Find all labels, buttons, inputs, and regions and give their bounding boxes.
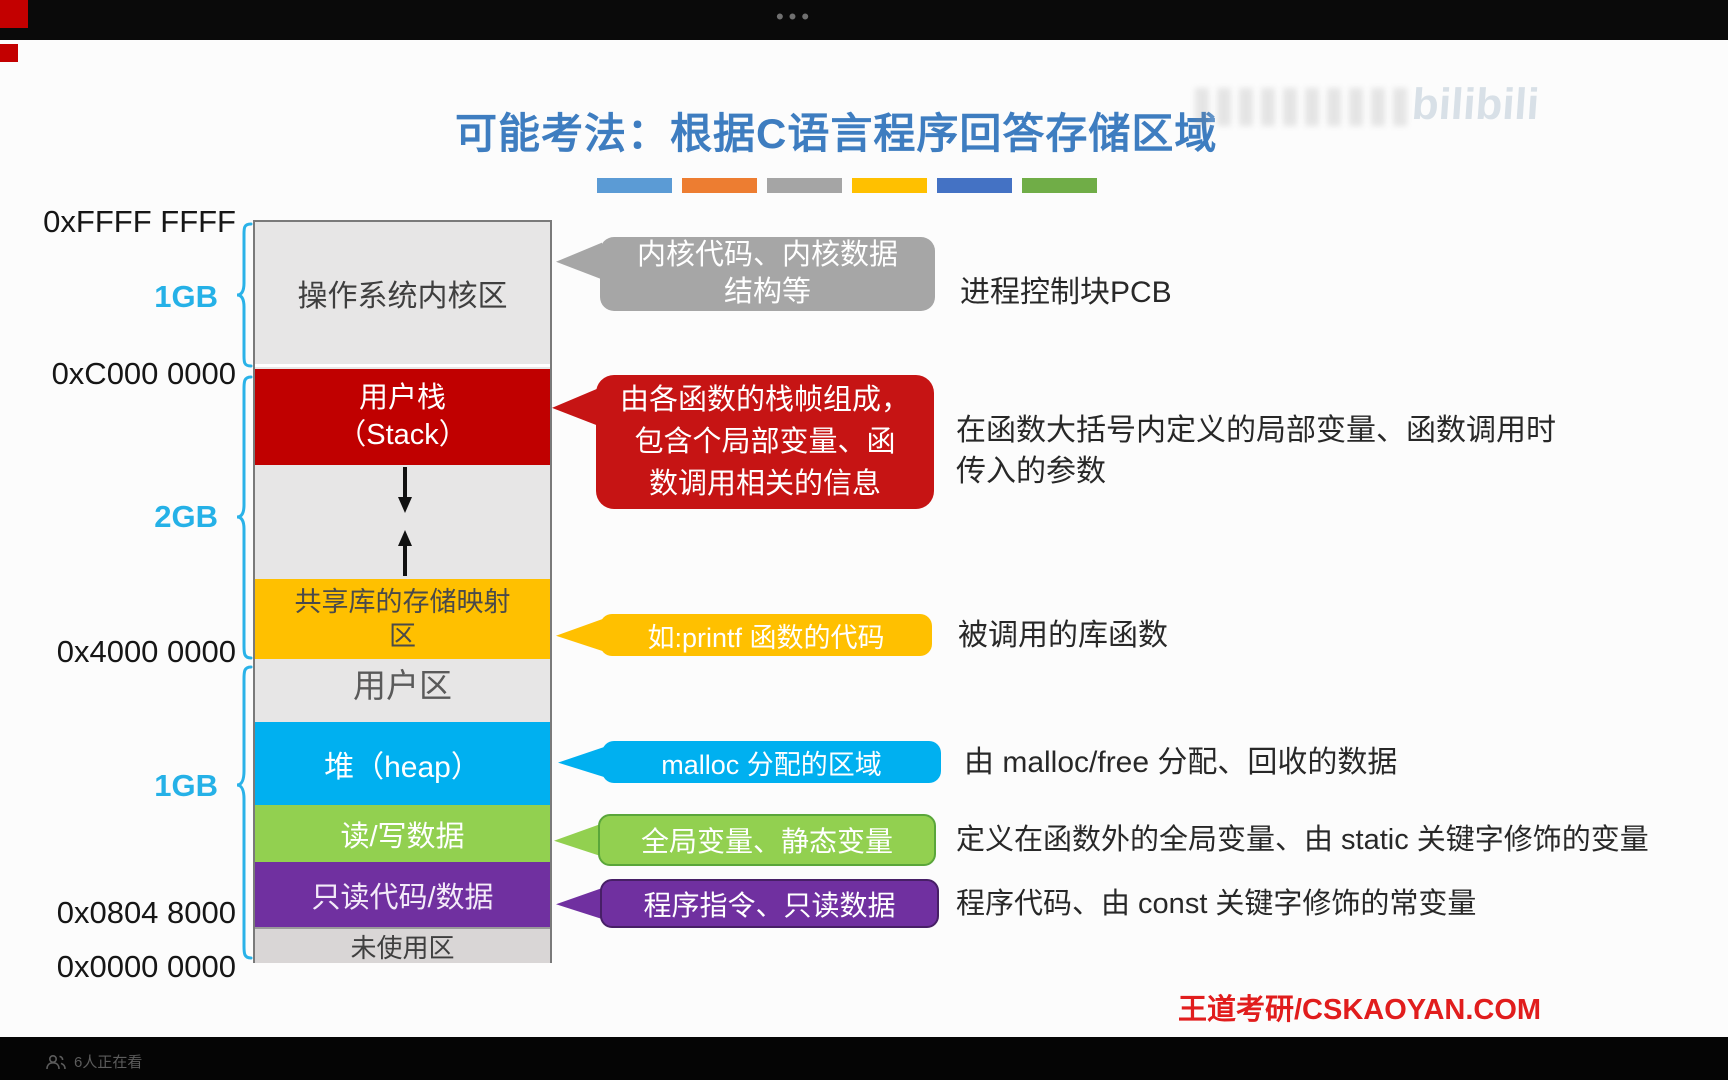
player-bottom-bar <box>0 1037 1728 1080</box>
memory-block-user-area-label: 用户区 <box>255 659 550 722</box>
accent-bar-blue <box>597 178 672 193</box>
callout-desc-shared-lib: 被调用的库函数 <box>958 619 1168 652</box>
address-label-4000: 0x4000 0000 <box>56 634 236 669</box>
corner-red-marker <box>0 0 28 28</box>
size-label-2gb: 2GB <box>154 499 218 534</box>
brand-text: 王道考研/CSKAOYAN.COM <box>1178 994 1542 1026</box>
accent-bar-gray <box>767 178 842 193</box>
viewer-count: 6人正在看 <box>46 1051 142 1072</box>
address-label-0804: 0x0804 8000 <box>56 895 236 930</box>
callout-desc-ro-code: 程序代码、由 const 关键字修饰的常变量 <box>956 888 1477 920</box>
player-menu-dots-icon[interactable]: ••• <box>775 4 815 29</box>
memory-block-rw-data: 读/写数据 <box>255 805 550 862</box>
watermark-smudge <box>1195 88 1407 126</box>
address-label-c000: 0xC000 0000 <box>51 356 236 391</box>
slide-red-marker <box>0 44 18 62</box>
callout-bubble-shared-lib: 如:printf 函数的代码 <box>600 614 932 656</box>
memory-block-unused: 未使用区 <box>255 927 550 963</box>
accent-bar-green <box>1022 178 1097 193</box>
size-label-1gb-low: 1GB <box>154 768 218 803</box>
accent-bar-row <box>597 178 1097 193</box>
viewer-count-label: 6人正在看 <box>74 1054 143 1071</box>
callout-desc-rw-data: 定义在函数外的全局变量、由 static 关键字修饰的变量 <box>956 824 1649 856</box>
player-top-bar <box>0 0 1728 40</box>
callout-bubble-rw-data: 全局变量、静态变量 <box>598 814 936 866</box>
viewers-icon <box>46 1054 66 1069</box>
accent-bar-yellow <box>852 178 927 193</box>
callout-bubble-ro-code: 程序指令、只读数据 <box>600 879 939 928</box>
brace-low-1gb <box>236 665 253 960</box>
stack-growth-down-arrow-icon <box>398 467 412 513</box>
accent-bar-orange <box>682 178 757 193</box>
brace-kernel-1gb <box>236 222 253 368</box>
callout-bubble-stack: 由各函数的栈帧组成， 包含个局部变量、函 数调用相关的信息 <box>596 375 934 509</box>
memory-block-kernel: 操作系统内核区 <box>255 222 550 367</box>
callout-bubble-heap: malloc 分配的区域 <box>602 741 941 783</box>
accent-bar-darkblue <box>937 178 1012 193</box>
bilibili-logo: bilibili <box>1410 80 1541 129</box>
callout-desc-kernel: 进程控制块PCB <box>960 276 1172 309</box>
slide-title: 可能考法：根据C语言程序回答存储区域 <box>455 110 1218 157</box>
memory-map-column: 操作系统内核区 用户栈 （Stack） 共享库的存储映射 区 用户区 堆（hea… <box>253 220 552 963</box>
address-label-top: 0xFFFF FFFF <box>43 204 236 239</box>
callout-desc-stack: 在函数大括号内定义的局部变量、函数调用时 传入的参数 <box>956 414 1556 488</box>
callout-desc-heap: 由 malloc/free 分配、回收的数据 <box>964 746 1398 779</box>
callout-bubble-kernel: 内核代码、内核数据 结构等 <box>600 237 935 311</box>
brace-user-2gb <box>236 375 253 660</box>
memory-block-stack: 用户栈 （Stack） <box>255 369 550 465</box>
memory-block-heap: 堆（heap） <box>255 722 550 805</box>
memory-block-growth-gap <box>255 465 550 579</box>
memory-block-shared-lib: 共享库的存储映射 区 <box>255 579 550 659</box>
address-label-bottom: 0x0000 0000 <box>56 949 236 984</box>
heap-growth-up-arrow-icon <box>398 530 412 576</box>
size-label-1gb-kernel: 1GB <box>154 279 218 314</box>
memory-block-ro-code: 只读代码/数据 <box>255 862 550 927</box>
